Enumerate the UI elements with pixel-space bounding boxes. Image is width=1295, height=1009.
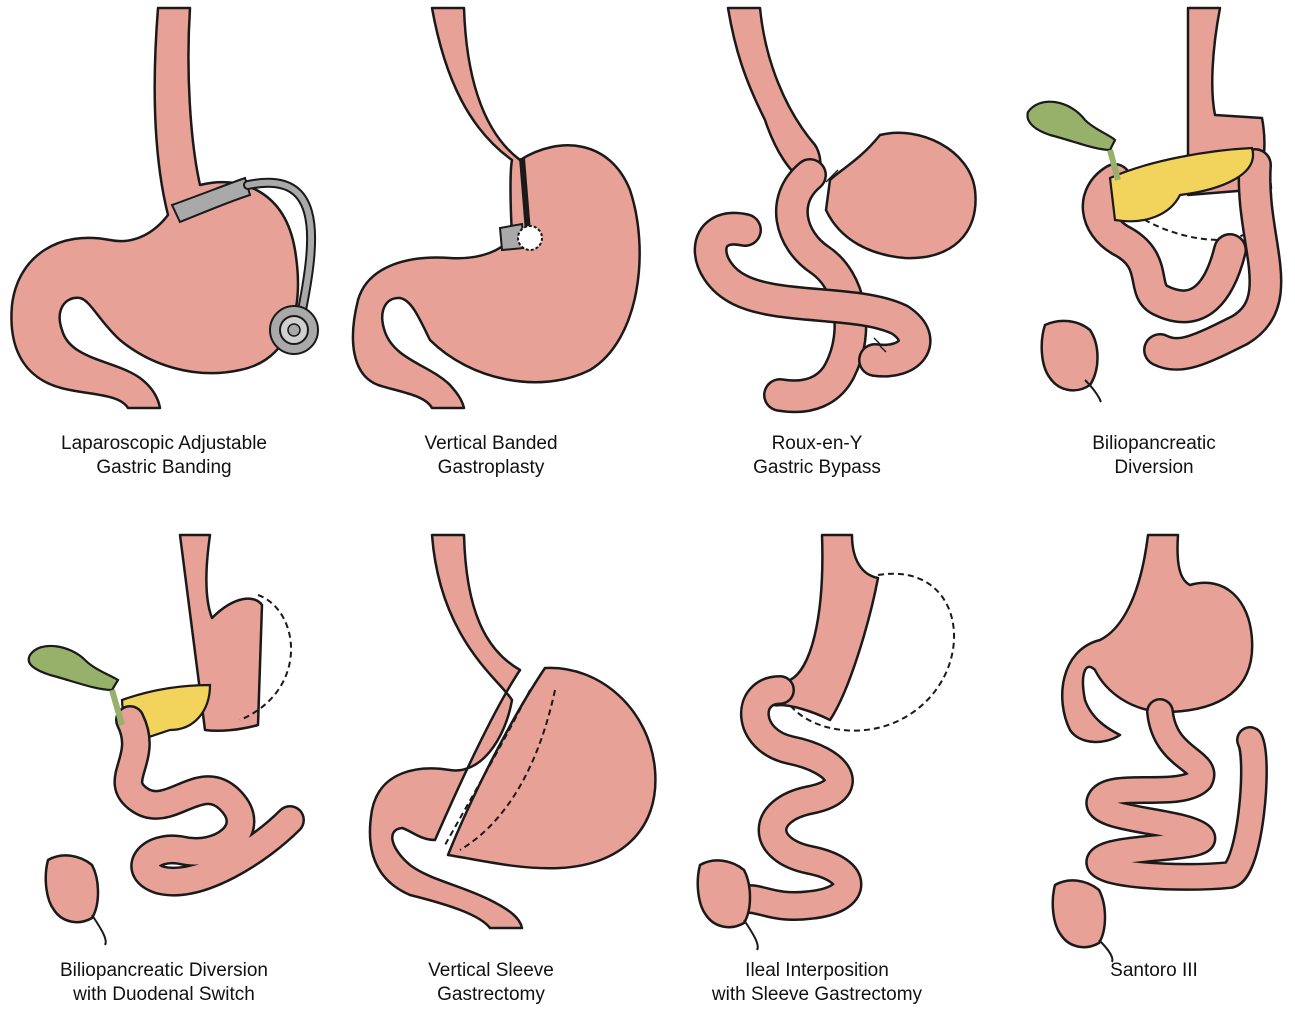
caption-lagb: Laparoscopic Adjustable Gastric Banding [14,432,314,480]
caption-line2: Gastric Bypass [667,456,967,480]
caption-line1: Vertical Sleeve [341,959,641,983]
caption-rygb: Roux-en-Y Gastric Bypass [667,432,967,480]
caption-line1: Roux-en-Y [667,432,967,456]
santoro-illustration [1053,535,1254,962]
caption-bpd-ds: Biliopancreatic Diversion with Duodenal … [14,959,314,1007]
caption-line2: Gastric Banding [14,456,314,480]
vsg-illustration [370,535,656,928]
rygb-illustration [711,8,976,396]
caption-line2: Diversion [1004,456,1295,480]
caption-line2: with Duodenal Switch [14,983,314,1007]
caption-bpd: Biliopancreatic Diversion [1004,432,1295,480]
vbg-illustration [353,8,640,408]
caption-vsg: Vertical Sleeve Gastrectomy [341,959,641,1007]
caption-line1: Biliopancreatic [1004,432,1295,456]
caption-line1: Vertical Banded [341,432,641,456]
caption-line1: Laparoscopic Adjustable [14,432,314,456]
caption-santoro: Santoro III [1004,959,1295,983]
caption-line2: Gastroplasty [341,456,641,480]
caption-vbg: Vertical Banded Gastroplasty [341,432,641,480]
caption-line1: Biliopancreatic Diversion [14,959,314,983]
caption-line1: Santoro III [1004,959,1295,983]
bpd-ds-illustration [29,535,291,945]
lagb-illustration [11,8,318,408]
bpd-illustration [1027,8,1271,401]
caption-line2: with Sleeve Gastrectomy [667,983,967,1007]
caption-line2: Gastrectomy [341,983,641,1007]
iisg-illustration [698,535,954,950]
caption-line1: Ileal Interposition [667,959,967,983]
caption-iisg: Ileal Interposition with Sleeve Gastrect… [667,959,967,1007]
